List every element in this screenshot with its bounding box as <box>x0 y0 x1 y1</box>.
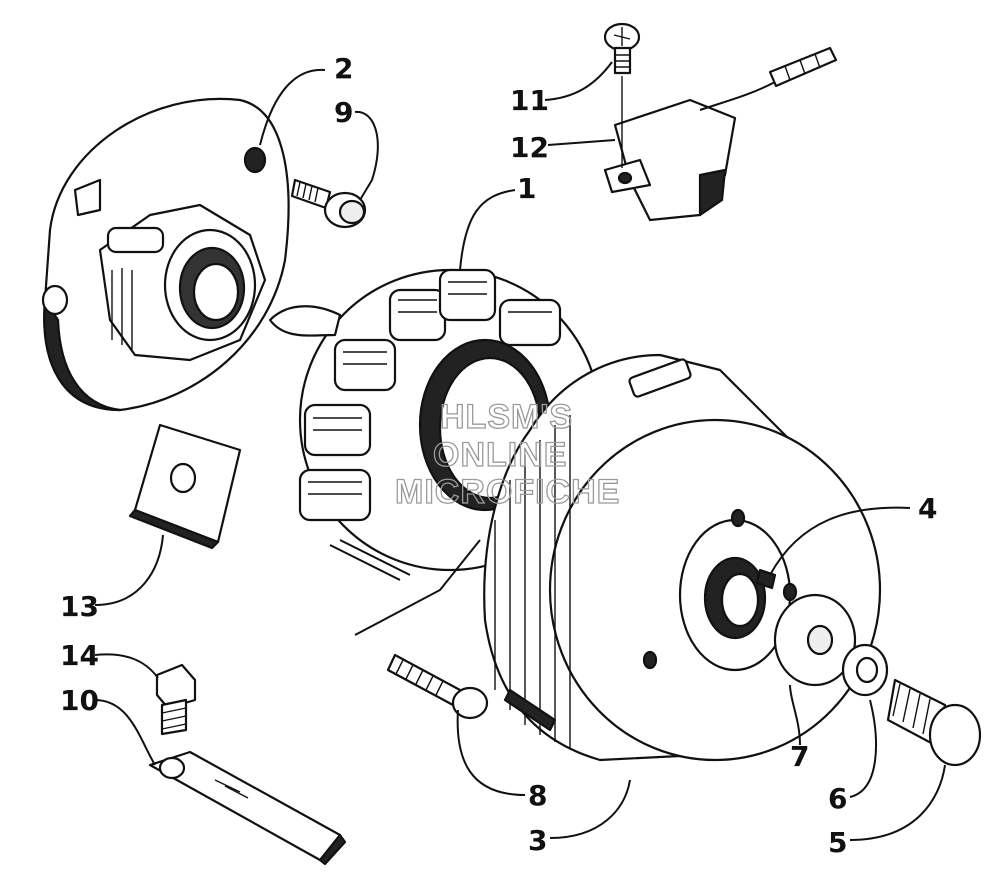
callout-13: 13 <box>60 590 99 623</box>
watermark-line-3: MICROFICHE <box>395 473 620 511</box>
leader-lines <box>94 61 946 841</box>
watermark-line-2: ONLINE <box>433 436 567 474</box>
lock-washer-part <box>841 643 889 697</box>
callout-10: 10 <box>60 684 99 717</box>
callout-1: 1 <box>517 172 536 205</box>
watermark: HLSM'S ONLINE MICROFICHE <box>394 397 620 511</box>
plug-part-14 <box>155 663 197 736</box>
grommet-pad-part <box>128 423 242 550</box>
callout-numbers: 2 9 11 12 1 4 13 14 10 7 8 6 3 5 <box>60 52 937 859</box>
callout-4: 4 <box>918 492 937 525</box>
callout-8: 8 <box>528 779 547 812</box>
callout-7: 7 <box>790 740 809 773</box>
callout-3: 3 <box>528 824 547 857</box>
callout-5: 5 <box>828 826 847 859</box>
cap-screw-part-8 <box>354 539 489 720</box>
stator-plate-part <box>41 97 290 412</box>
callout-9: 9 <box>334 96 353 129</box>
screw-part-11 <box>603 22 641 168</box>
ground-strap-part <box>148 750 347 866</box>
flywheel-bolt-part <box>886 678 982 767</box>
callout-14: 14 <box>60 639 99 672</box>
pickup-coil-part <box>603 46 838 222</box>
callout-11: 11 <box>510 84 549 117</box>
callout-6: 6 <box>828 782 847 815</box>
callout-12: 12 <box>510 131 549 164</box>
callout-2: 2 <box>334 52 353 85</box>
watermark-line-1: HLSM'S <box>440 398 573 436</box>
screw-part-9 <box>290 178 367 229</box>
washer-part-7 <box>773 593 857 687</box>
